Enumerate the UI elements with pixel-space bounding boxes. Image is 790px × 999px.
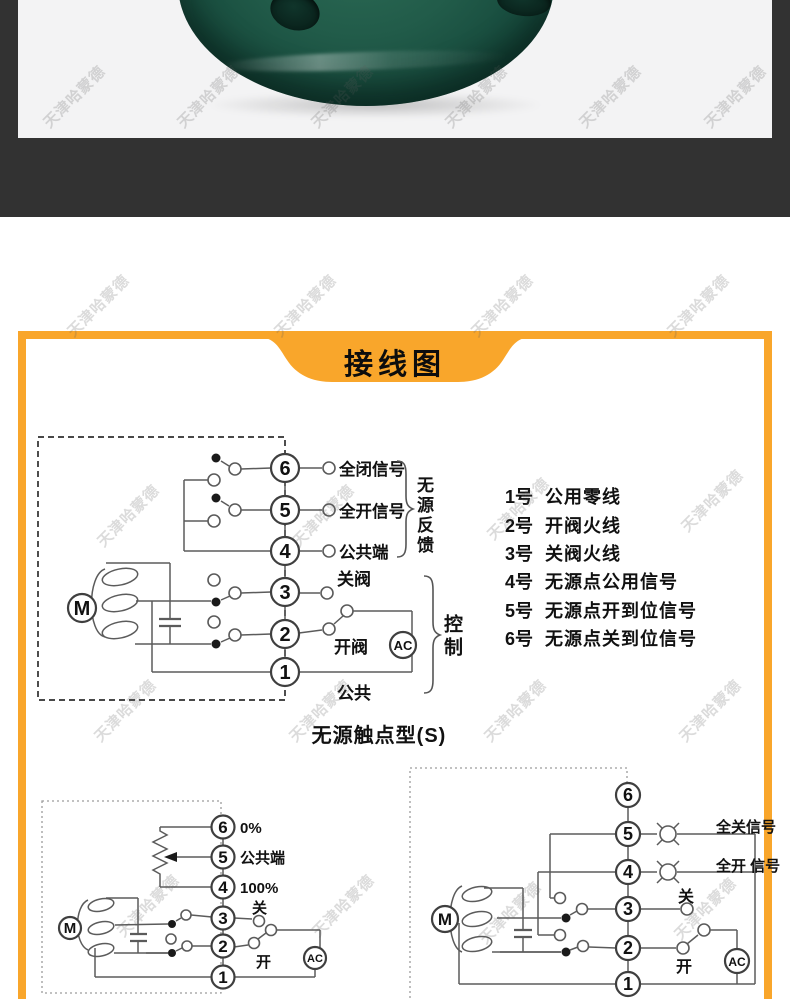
legend-number: 5号 <box>505 600 534 621</box>
legend-description: 无源点公用信号 <box>545 572 678 593</box>
legend-number: 6号 <box>505 629 534 650</box>
legend-item: 5号 无源点开到位信号 <box>505 596 697 624</box>
banner-tab-shape <box>257 337 533 382</box>
legend-description: 开阀火线 <box>545 515 621 536</box>
legend-description: 无源点关到位信号 <box>545 629 697 650</box>
legend-item: 6号 无源点关到位信号 <box>505 624 697 652</box>
terminal-legend: 1号 公用零线 2号 开阀火线 3号 关阀火线 4号 无源点公用信号 5号 无源… <box>505 482 697 652</box>
feedback-group-label: 无源反馈 <box>414 476 433 556</box>
legend-description: 无源点开到位信号 <box>545 600 697 621</box>
legend-number: 2号 <box>505 515 534 536</box>
legend-description: 公用零线 <box>545 487 621 508</box>
legend-number: 1号 <box>505 487 534 508</box>
product-photo <box>18 0 772 138</box>
wiring-banner: 接线图 <box>257 337 533 385</box>
main-diagram-caption: 无源触点型(S) <box>311 725 447 747</box>
legend-number: 4号 <box>505 572 534 593</box>
legend-item: 4号 无源点公用信号 <box>505 567 697 595</box>
legend-item: 3号 关阀火线 <box>505 539 697 567</box>
control-group-label: 控制 <box>441 614 462 660</box>
legend-item: 1号 公用零线 <box>505 482 697 510</box>
legend-description: 关阀火线 <box>545 543 621 564</box>
product-photo-section <box>0 0 790 217</box>
wiring-banner-title: 接线图 <box>343 349 446 381</box>
wiring-diagram-panel: 接线图 <box>18 331 772 999</box>
legend-item: 2号 开阀火线 <box>505 510 697 538</box>
legend-number: 3号 <box>505 543 534 564</box>
